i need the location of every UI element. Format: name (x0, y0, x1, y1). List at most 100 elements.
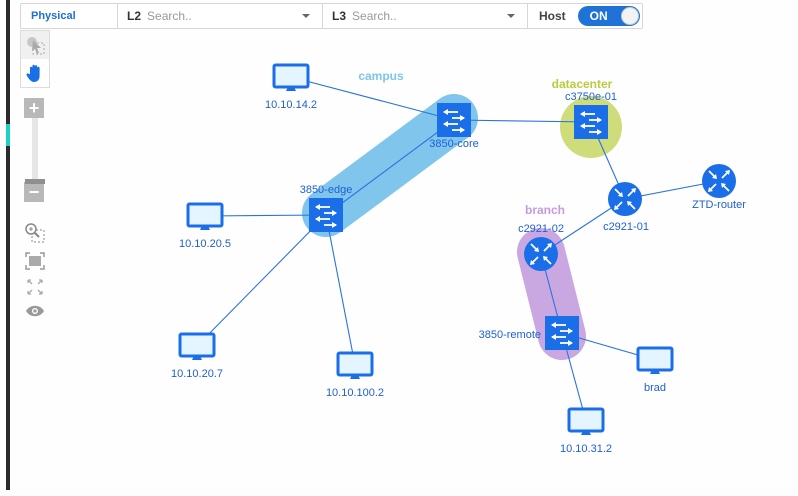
node-switch[interactable]: 3850-core (429, 103, 479, 150)
node-router[interactable]: c2921-01 (603, 182, 649, 233)
visibility-button[interactable] (22, 300, 48, 322)
node-host[interactable]: 10.10.20.5 (179, 202, 231, 250)
hand-pan-icon (26, 64, 40, 82)
link[interactable] (290, 76, 455, 121)
node-host[interactable]: 10.10.14.2 (265, 63, 317, 111)
link[interactable] (453, 119, 592, 123)
select-mode-button[interactable] (21, 31, 49, 59)
monitor-icon (272, 63, 310, 89)
node-label: c2921-02 (518, 223, 564, 235)
fullscreen-button[interactable] (22, 276, 48, 298)
monitor-icon (636, 346, 674, 372)
node-label: 3850-core (429, 138, 479, 150)
node-label: 10.10.31.2 (560, 443, 612, 455)
node-switch[interactable]: c3750e-01 (565, 91, 617, 139)
node-label: brad (644, 382, 666, 394)
switch-arrows (551, 322, 573, 346)
router-icon (524, 237, 558, 271)
node-label: 10.10.14.2 (265, 99, 317, 111)
switch-arrows (443, 109, 465, 133)
monitor-stand (581, 431, 591, 435)
node-label: c3750e-01 (565, 91, 617, 103)
select-icon (27, 37, 45, 55)
zoom-selection-icon (25, 223, 45, 243)
zoom-slider-handle[interactable] (25, 179, 45, 184)
router-arrows (614, 188, 636, 210)
switch-arrows (315, 204, 337, 228)
canvas-tools: + − (20, 30, 50, 317)
monitor-icon (186, 202, 224, 228)
zoom-selection-button[interactable] (22, 222, 48, 244)
zoom-in-button[interactable]: + (24, 98, 44, 118)
l2-search-placeholder[interactable]: Search.. (147, 9, 192, 23)
group-label-branch: branch (525, 203, 565, 217)
node-label: 10.10.100.2 (326, 387, 384, 399)
group-label-datacenter: datacenter (552, 77, 613, 91)
node-switch[interactable]: 3850-edge (300, 184, 353, 232)
l3-label: L3 (332, 9, 347, 23)
switch-icon (545, 316, 579, 350)
eye-icon (26, 305, 44, 317)
mode-switcher (20, 30, 50, 88)
monitor-stand (350, 375, 360, 379)
fit-to-screen-button[interactable] (22, 250, 48, 272)
node-label: 3850-edge (300, 184, 353, 196)
node-router[interactable]: ZTD-router (692, 164, 746, 211)
group-campus[interactable] (302, 94, 478, 237)
toolbar: Physical L2 Search.. L3 Search.. Host ON (20, 3, 643, 29)
l2-label: L2 (127, 9, 142, 23)
monitor-stand (200, 226, 210, 230)
router-icon (702, 164, 736, 198)
monitor-stand (192, 356, 202, 360)
switch-icon (574, 105, 608, 139)
monitor-icon (336, 351, 374, 377)
monitor-stand (650, 370, 660, 374)
node-host[interactable]: 10.10.100.2 (326, 351, 384, 399)
l3-dropdown-caret-icon[interactable] (507, 14, 515, 18)
fit-to-screen-icon (25, 252, 45, 270)
node-label: 10.10.20.7 (171, 368, 223, 380)
link[interactable] (325, 119, 455, 216)
router-icon (608, 182, 642, 216)
node-host[interactable]: 10.10.31.2 (560, 407, 612, 455)
node-host[interactable]: 10.10.20.7 (171, 332, 223, 380)
host-toggle[interactable]: ON (577, 6, 640, 26)
layer-selector[interactable]: Physical (21, 4, 118, 28)
zoom-control: + − (24, 98, 46, 202)
router-arrows (708, 170, 730, 192)
layer-label: Physical (31, 10, 76, 22)
switch-icon (309, 198, 343, 232)
toggle-knob (620, 7, 639, 25)
link[interactable] (325, 214, 356, 366)
node-router[interactable]: c2921-02 (518, 223, 564, 271)
l2-dropdown-caret-icon[interactable] (302, 14, 310, 18)
l3-search-field[interactable]: L3 Search.. (323, 4, 528, 28)
node-label: 3850-remote (479, 329, 541, 341)
node-switch[interactable]: 3850-remote (479, 316, 579, 350)
left-edge-bar (6, 0, 10, 490)
node-label: 10.10.20.5 (179, 238, 231, 250)
link[interactable] (196, 214, 327, 347)
topology-canvas[interactable]: campus datacenter branch 10.10.14.2 3850-cor… (10, 0, 798, 490)
monitor-stand (286, 87, 296, 91)
l3-search-placeholder[interactable]: Search.. (352, 9, 397, 23)
host-label: Host (539, 9, 566, 23)
pan-mode-button[interactable] (21, 59, 49, 87)
monitor-icon (567, 407, 605, 433)
host-toggle-state: ON (589, 9, 608, 23)
left-edge-accent (6, 124, 10, 146)
host-toggle-group: Host ON (528, 4, 640, 28)
node-label: c2921-01 (603, 221, 649, 233)
link[interactable] (204, 214, 327, 217)
topology-graph[interactable]: campus datacenter branch 10.10.14.2 3850-cor… (10, 0, 798, 490)
fullscreen-icon (27, 279, 43, 295)
switch-icon (437, 103, 471, 137)
monitor-icon (178, 332, 216, 358)
group-label-campus: campus (358, 69, 404, 83)
zoom-out-button[interactable]: − (24, 182, 44, 202)
router-arrows (530, 243, 552, 265)
node-host[interactable]: brad (636, 346, 674, 394)
zoom-slider[interactable] (25, 118, 45, 184)
l2-search-field[interactable]: L2 Search.. (118, 4, 323, 28)
node-label: ZTD-router (692, 199, 746, 211)
